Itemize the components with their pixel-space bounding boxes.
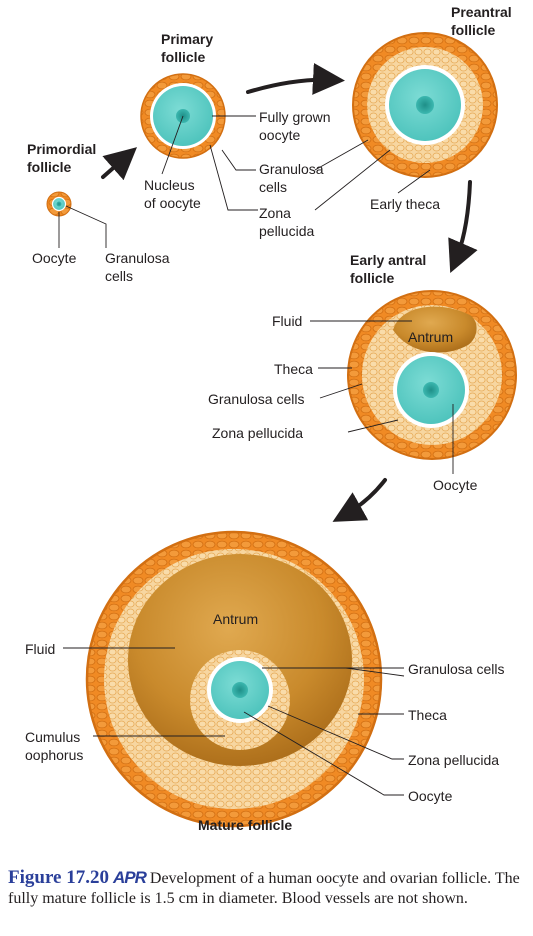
zona-pellucida-label: Zona pellucida	[259, 205, 315, 239]
mature-fluid-label: Fluid	[25, 641, 56, 657]
progression-arrows	[101, 62, 478, 522]
early-antral-follicle-title: Early antral follicle	[350, 252, 427, 286]
figure-number: Figure 17.20	[8, 867, 109, 888]
mature-theca-label: Theca	[408, 707, 447, 723]
figure-caption: Figure 17.20 APR Development of a human …	[8, 868, 528, 909]
caption-text: Development of a human oocyte and ovaria…	[8, 870, 520, 907]
arrow-primordial-to-primary	[101, 147, 138, 181]
primary-granulosa-label: Granulosa cells	[259, 161, 324, 195]
early-antral-oocyte-label: Oocyte	[433, 477, 478, 493]
early-antral-granulosa-label: Granulosa cells	[208, 391, 305, 407]
primordial-follicle	[46, 191, 72, 217]
early-antral-follicle	[347, 290, 517, 460]
arrow-antral-to-mature	[332, 478, 387, 522]
preantral-follicle	[352, 32, 498, 178]
nucleus-of-oocyte-label: Nucleus of oocyte	[144, 177, 201, 211]
early-theca-label: Early theca	[370, 196, 441, 212]
leader-lines	[58, 115, 454, 796]
early-antral-antrum-label: Antrum	[408, 329, 454, 345]
mature-zona-label: Zona pellucida	[408, 752, 500, 768]
mature-granulosa-label: Granulosa cells	[408, 661, 505, 677]
arrow-preantral-to-antral	[448, 180, 478, 274]
cumulus-oophorus-label: Cumulus oophorus	[25, 729, 84, 763]
early-antral-zona-label: Zona pellucida	[212, 425, 304, 441]
mature-follicle	[85, 530, 383, 828]
mature-follicle-title: Mature follicle	[198, 817, 293, 833]
arrow-primary-to-preantral	[246, 62, 345, 95]
early-antral-theca-label: Theca	[274, 361, 313, 377]
fully-grown-oocyte-label: Fully grown oocyte	[259, 109, 331, 143]
primordial-oocyte-label: Oocyte	[32, 250, 77, 266]
mature-oocyte-label: Oocyte	[408, 788, 453, 804]
primordial-granulosa-label: Granulosa cells	[105, 250, 170, 284]
primordial-follicle-title: Primordial follicle	[27, 141, 97, 175]
primary-follicle-title: Primary follicle	[161, 31, 214, 65]
early-antral-fluid-label: Fluid	[272, 313, 303, 329]
apr-badge: APR	[112, 868, 147, 887]
mature-antrum-label: Antrum	[213, 611, 259, 627]
preantral-follicle-title: Preantral follicle	[451, 4, 512, 38]
